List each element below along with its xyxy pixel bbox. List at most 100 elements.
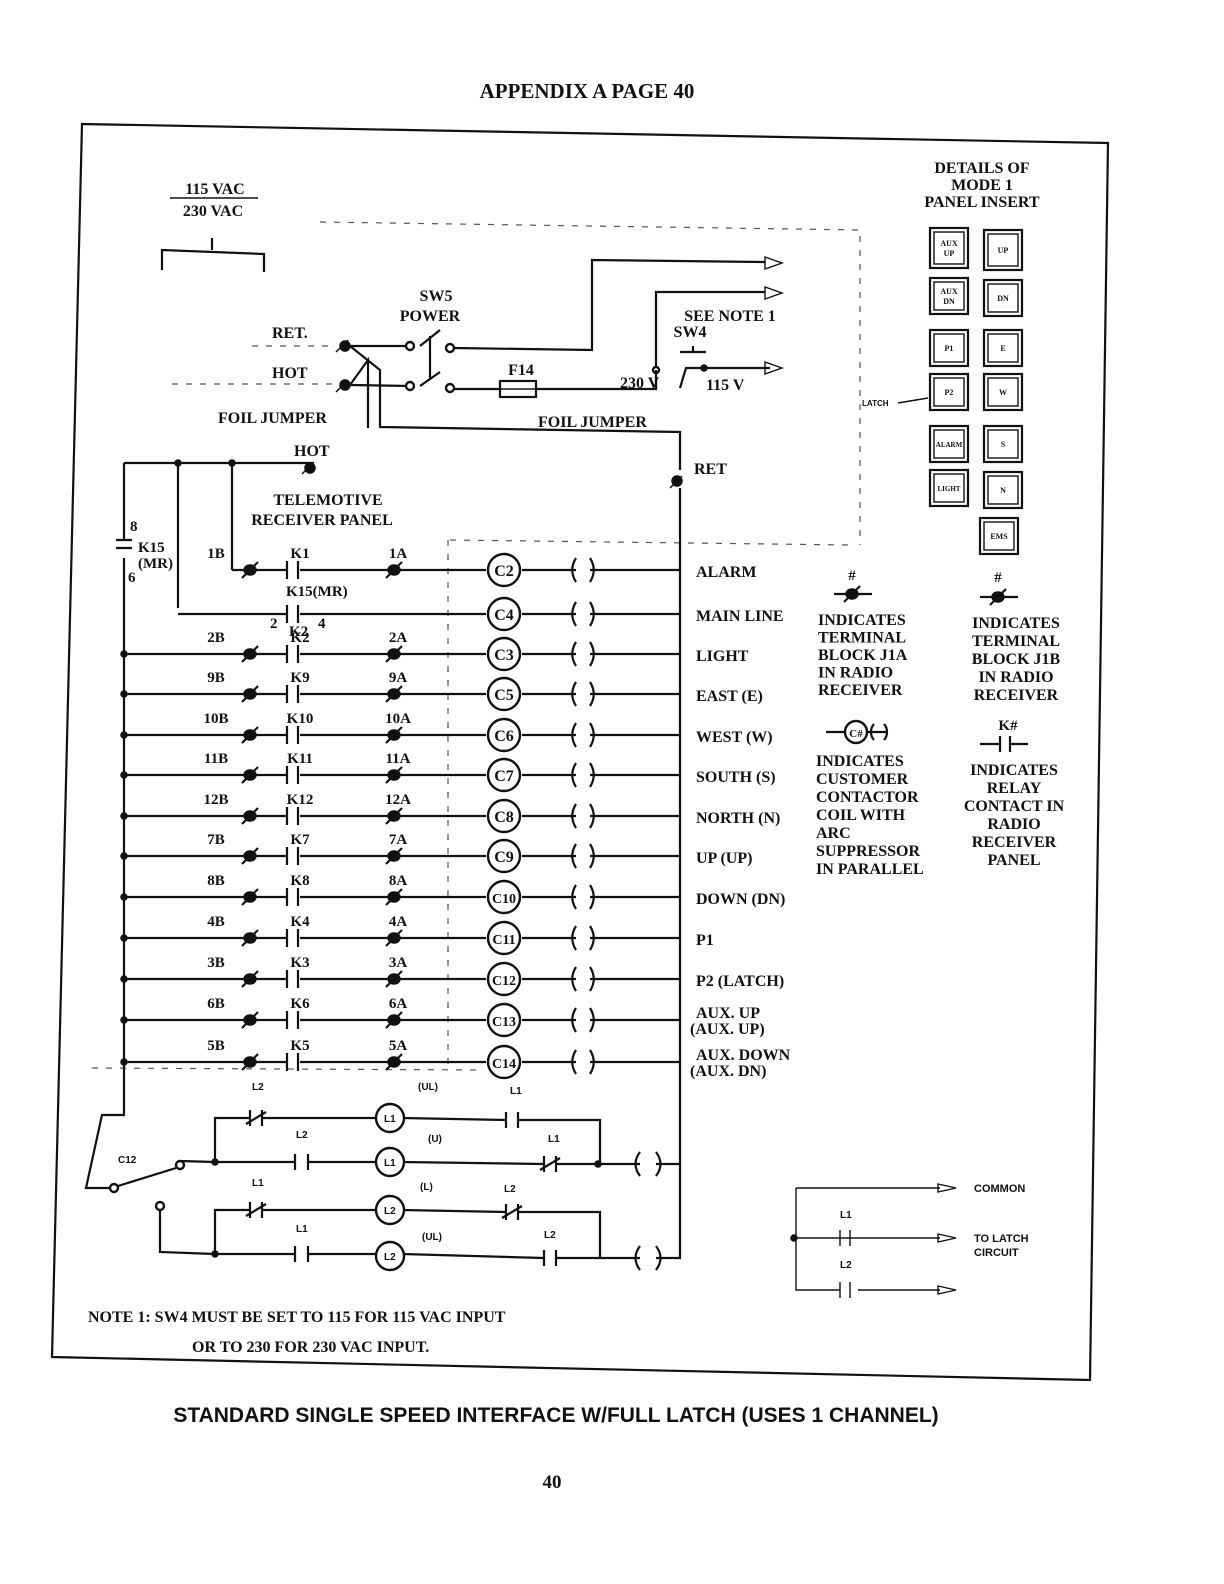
legend-hash-1: # bbox=[848, 568, 856, 584]
terminal-b-icon bbox=[241, 645, 259, 663]
legend-relay-contact-icon bbox=[980, 736, 1028, 752]
svg-text:L1: L1 bbox=[548, 1134, 560, 1145]
receiver-label-1: TELEMOTIVE bbox=[273, 492, 382, 509]
svg-text:ALARM: ALARM bbox=[936, 441, 963, 449]
terminal-b-icon bbox=[241, 726, 259, 744]
coil-icon bbox=[486, 1044, 522, 1080]
receiver-dashed-bottom bbox=[91, 1067, 481, 1071]
svg-text:(MR): (MR) bbox=[138, 556, 173, 572]
svg-text:230 VAC: 230 VAC bbox=[183, 203, 243, 220]
terminal-a-icon bbox=[385, 1011, 403, 1029]
relay-contact-icon bbox=[285, 645, 300, 663]
insert-button: P1 bbox=[928, 328, 970, 368]
power-section: SW5 POWER RET. HOT F14 SEE NOTE 1 SW4 23… bbox=[172, 256, 785, 489]
relay-label: K8 bbox=[290, 873, 309, 889]
suppressor-icon bbox=[571, 966, 595, 992]
svg-text:8: 8 bbox=[130, 519, 138, 535]
v230-label: 230 V bbox=[620, 375, 660, 392]
terminal-b-label: 4B bbox=[207, 914, 225, 930]
rung-function-label: AUX. DOWN bbox=[696, 1047, 791, 1064]
coil-label: C12 bbox=[492, 974, 516, 989]
svg-text:P2: P2 bbox=[945, 388, 954, 397]
svg-text:L2: L2 bbox=[384, 1206, 396, 1217]
suppressor-icon bbox=[571, 722, 595, 748]
rung-function-label: WEST (W) bbox=[696, 729, 773, 746]
relay-label: K4 bbox=[290, 914, 310, 930]
svg-text:(UL): (UL) bbox=[418, 1082, 438, 1093]
terminal-b-icon bbox=[241, 888, 259, 906]
ret-terminal-j1-icon bbox=[669, 475, 683, 489]
legend-text: COIL WITH bbox=[816, 807, 906, 824]
legend-coil-icon: C# bbox=[826, 719, 889, 745]
legend-text: PANEL bbox=[987, 852, 1040, 869]
ret-terminal-icon bbox=[335, 339, 351, 353]
coil-icon bbox=[486, 676, 522, 712]
svg-text:L2: L2 bbox=[252, 1082, 264, 1093]
terminal-a-icon bbox=[385, 929, 403, 947]
coil-label: C3 bbox=[494, 647, 514, 664]
terminal-a-icon bbox=[385, 1053, 403, 1071]
legend-text: TERMINAL bbox=[972, 633, 1060, 650]
legend-text: RECEIVER bbox=[974, 687, 1059, 704]
svg-text:AUX: AUX bbox=[940, 239, 958, 248]
caption: STANDARD SINGLE SPEED INTERFACE W/FULL L… bbox=[173, 1404, 938, 1427]
suppressor-icon bbox=[571, 1049, 595, 1075]
svg-text:(U): (U) bbox=[428, 1134, 442, 1145]
v115-label: 115 V bbox=[706, 377, 745, 394]
insert-button: LIGHT bbox=[928, 468, 970, 508]
svg-text:AUX: AUX bbox=[940, 287, 958, 296]
terminal-b-label: 11B bbox=[204, 751, 228, 767]
svg-text:S: S bbox=[1001, 440, 1006, 449]
coil-label: C4 bbox=[494, 607, 514, 624]
insert-button: P2 bbox=[928, 372, 970, 412]
terminal-a-label: 10A bbox=[385, 711, 411, 727]
svg-text:4: 4 bbox=[318, 616, 326, 632]
terminal-b-icon bbox=[241, 847, 259, 865]
terminal-a-icon bbox=[385, 888, 403, 906]
page-header: APPENDIX A PAGE 40 bbox=[480, 79, 695, 103]
rung-function-label: LIGHT bbox=[696, 648, 749, 665]
sw4-switch-icon bbox=[680, 346, 706, 354]
legend-hash-2: # bbox=[994, 570, 1002, 586]
terminal-b-label: 8B bbox=[207, 873, 225, 889]
terminal-a-icon bbox=[385, 847, 403, 865]
coil-icon bbox=[486, 757, 522, 793]
terminal-a-label: 11A bbox=[385, 751, 410, 767]
legend-text: BLOCK J1B bbox=[972, 651, 1061, 668]
terminal-b-label: 5B bbox=[207, 1038, 225, 1054]
terminal-a-label: 6A bbox=[389, 996, 408, 1012]
to-latch-label: TO LATCH bbox=[974, 1233, 1029, 1245]
latch-output-detail: COMMON TO LATCH CIRCUIT L1 L2 bbox=[790, 1183, 1029, 1298]
hot-terminal-icon bbox=[335, 379, 351, 393]
coil-icon bbox=[486, 596, 522, 632]
coil-label: C14 bbox=[492, 1057, 516, 1072]
relay-label: K5 bbox=[290, 1038, 309, 1054]
ret-terminal-label: RET bbox=[694, 461, 727, 478]
hot-terminal-label: HOT bbox=[294, 443, 330, 460]
enclosure-dashed bbox=[319, 221, 861, 545]
sw5-label: SW5 bbox=[420, 288, 453, 305]
terminal-a-icon bbox=[385, 807, 403, 825]
svg-text:DETAILS OF: DETAILS OF bbox=[934, 160, 1030, 177]
terminal-b-label: 9B bbox=[207, 670, 225, 686]
relay-label: K9 bbox=[290, 670, 309, 686]
coil-icon bbox=[486, 552, 522, 588]
coil-icon bbox=[486, 879, 522, 915]
terminal-a-icon bbox=[385, 766, 403, 784]
rung-function-label: EAST (E) bbox=[696, 688, 763, 705]
coil-label: C9 bbox=[494, 849, 514, 866]
terminal-b-label: 10B bbox=[203, 711, 228, 727]
legend-text: IN RADIO bbox=[818, 665, 893, 682]
svg-text:DN: DN bbox=[943, 297, 955, 306]
coil-icon bbox=[486, 838, 522, 874]
terminal-b-icon bbox=[241, 1011, 259, 1029]
relay-contact-icon bbox=[285, 1011, 300, 1029]
receiver-dashed bbox=[449, 539, 851, 546]
